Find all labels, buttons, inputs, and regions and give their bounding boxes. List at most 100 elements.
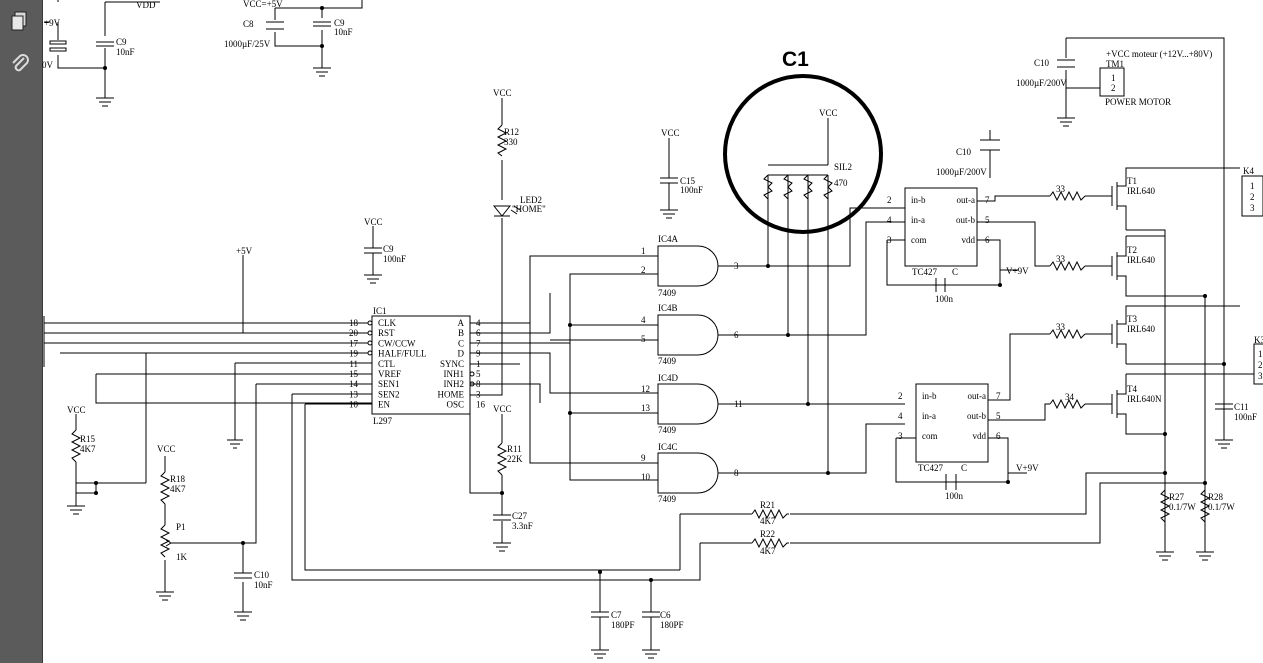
tc427-2-pinnum-r1: 5 <box>996 411 1001 421</box>
ic4d-part: 7409 <box>658 425 677 435</box>
ic4c-ref: IC4C <box>658 442 678 452</box>
t1-ref: T1 <box>1127 176 1137 186</box>
ic4b-ref: IC4B <box>658 303 678 313</box>
c15-value: 100nF <box>680 185 703 195</box>
r33b-value: 33 <box>1056 254 1066 264</box>
gate-ic4c <box>657 452 719 494</box>
k3-pin-1: 1 <box>1258 349 1263 359</box>
c15-decoupling: VCC C15 100nF <box>660 128 703 219</box>
tc427-2-c: C <box>961 463 967 473</box>
gates-7409: IC4A 7409 IC4B 7409 IC4D 7409 IC4C 7409 … <box>470 174 905 504</box>
sil2-network: VCC SIL2 470 C1 <box>723 48 883 234</box>
l297-pin-11-number: 11 <box>349 359 358 369</box>
k4-ref: K4 <box>1243 166 1254 176</box>
k4-pin-3: 3 <box>1250 203 1255 213</box>
c11-ref: C11 <box>1234 402 1249 412</box>
tc427-1-pinnum-l2: 3 <box>887 235 892 245</box>
l297-pin-halffull-name: HALF/FULL <box>378 349 427 359</box>
r27-value: 0.1/7W <box>1169 502 1196 512</box>
t3-value: IRL640 <box>1127 324 1155 334</box>
l297-pin-19-number: 19 <box>349 349 359 359</box>
c10b-ref: C10 <box>1034 58 1050 68</box>
l297-pin-home-name: HOME <box>438 389 465 399</box>
c10c-ref: C10 <box>254 570 270 580</box>
tc427-1-pinnum-r1: 5 <box>985 215 990 225</box>
r11-ref: R11 <box>507 444 522 454</box>
c27-value: 3.3nF <box>512 521 533 531</box>
tm1-pin-1: 1 <box>1111 73 1116 83</box>
c15-ref: C15 <box>680 176 696 186</box>
gate-ic4b <box>657 314 719 356</box>
tc427-1-cap: 100n <box>935 294 954 304</box>
c10a-bulk: C10 1000µF/200V <box>936 130 1000 178</box>
gate-ic4a <box>657 245 719 287</box>
motor-supply: +VCC moteur (+12V...+80V) TM1 C10 1000µF… <box>1016 37 1225 440</box>
gate-d-pin-in2: 13 <box>641 403 651 413</box>
tc427-1-pin-out-b: out-b <box>956 215 975 225</box>
ic4d-ref: IC4D <box>658 373 679 383</box>
r34-value: 34 <box>1065 392 1075 402</box>
l297-pin-inh2-name: INH2 <box>444 379 465 389</box>
tc427-1-c: C <box>952 267 958 277</box>
l297-pin-16-number: 16 <box>476 400 486 410</box>
sil2-ref: SIL2 <box>834 162 852 172</box>
c6-ref: C6 <box>660 610 671 620</box>
l297-pin-9-number: 9 <box>476 349 481 359</box>
r12-value: 330 <box>504 137 518 147</box>
c8-value: 1000µF/25V <box>224 39 271 49</box>
label-0v: 0V <box>42 60 54 70</box>
pages-icon[interactable] <box>9 10 31 32</box>
c9-top-ref: C9 <box>116 37 127 47</box>
tc427-1-part: TC427 <box>912 267 938 277</box>
t2-ref: T2 <box>1127 245 1137 255</box>
c1-annotation: C1 <box>782 48 809 71</box>
c10a-value: 1000µF/200V <box>936 167 987 177</box>
l297-pin-osc-name: OSC <box>446 400 464 410</box>
l297-pin-en-name: EN <box>378 400 390 410</box>
l297-pin-cwccw-name: CW/CCW <box>378 338 416 348</box>
tc427-1-pin-com: com <box>911 235 927 245</box>
paperclip-icon[interactable] <box>9 52 31 74</box>
c9b-ref: C9 <box>334 18 345 28</box>
tc427-2-pinnum-l2: 3 <box>898 431 903 441</box>
tm1-pin-2: 2 <box>1111 83 1116 93</box>
r15-ref: R15 <box>80 434 96 444</box>
ic4b-part: 7409 <box>658 356 677 366</box>
c9m-ref: C9 <box>383 244 394 254</box>
c9m-value: 100nF <box>383 254 406 264</box>
c15-vcc: VCC <box>661 128 680 138</box>
tc427-1-pin-in-a: in-a <box>911 215 925 225</box>
c1-highlight-circle <box>723 74 883 234</box>
tc427-2-pin-in-b: in-b <box>922 391 937 401</box>
r15-vcc: VCC <box>67 405 86 415</box>
gate-ic4d <box>657 383 719 425</box>
tc427-driver-1: TC427 C 100n V+9V in-bin-acomout-aout-bv… <box>886 187 1029 304</box>
k4-pin-2: 2 <box>1250 192 1255 202</box>
p1-value: 1K <box>176 552 188 562</box>
gate-d-pin-in1: 12 <box>641 384 650 394</box>
c10b-value: 1000µF/200V <box>1016 78 1067 88</box>
c10c-value: 10nF <box>254 580 273 590</box>
l297-pin-ctl-name: CTL <box>378 359 395 369</box>
c7-ref: C7 <box>611 610 622 620</box>
l297-pin-inh1-name: INH1 <box>444 369 465 379</box>
c27-ref: C27 <box>512 511 528 521</box>
label-plus5v: +5V <box>236 246 253 256</box>
sil2-value: 470 <box>834 178 848 188</box>
sense-filter-caps: C7 180PF C6 180PF <box>591 570 684 659</box>
gate-c-pin-in2: 10 <box>641 472 651 482</box>
power-motor-label: POWER MOTOR <box>1105 97 1171 107</box>
left-control-inputs: VCC R15 4K7 VCC R18 4K7 P1 1K C10 10nF <box>67 405 273 621</box>
vcc-motor-label: +VCC moteur (+12V...+80V) <box>1106 49 1212 59</box>
tc427-2-pin-vdd: vdd <box>973 431 987 441</box>
tc427-1-pinnum-r2: 6 <box>985 235 990 245</box>
osc-network: VCC R11 22K C27 3.3nF <box>469 404 533 552</box>
k3-ref: K3 <box>1254 335 1263 345</box>
c6-value: 180PF <box>660 620 684 630</box>
t4-value: IRL640N <box>1127 394 1162 404</box>
tc427-2-part: TC427 <box>918 463 944 473</box>
p1-ref: P1 <box>176 522 186 532</box>
ic1-part: L297 <box>373 416 392 426</box>
r22-ref: R22 <box>760 529 775 539</box>
tc427-2-pinnum-r2: 6 <box>996 431 1001 441</box>
